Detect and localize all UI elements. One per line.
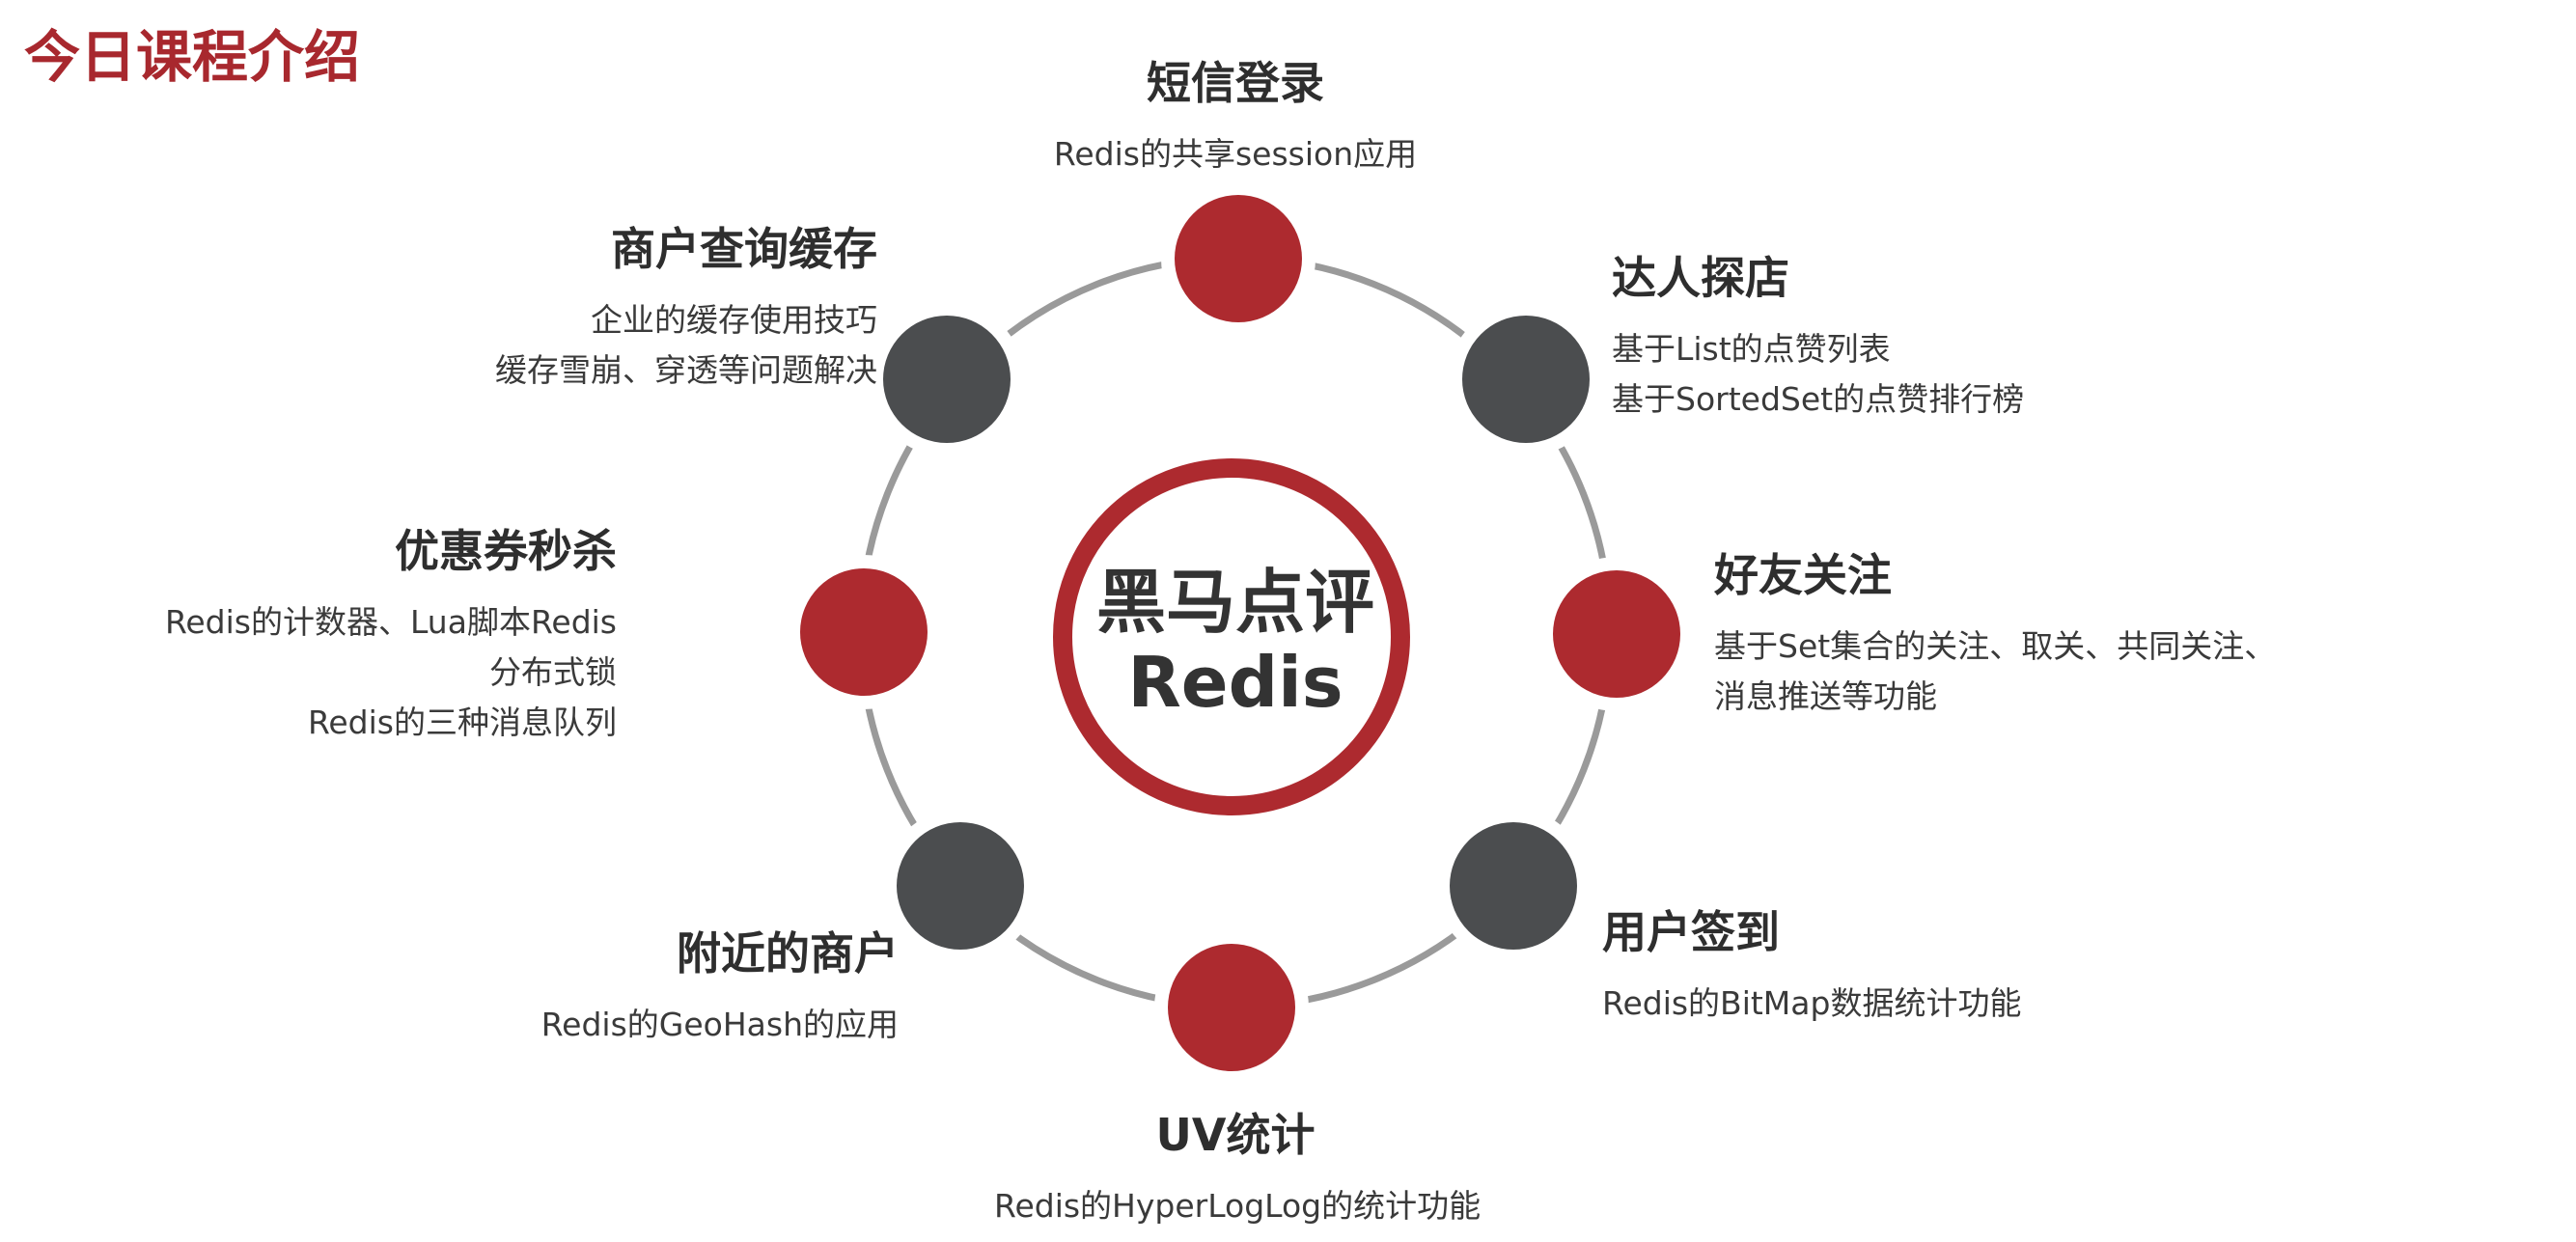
node-shop-query-cache (870, 302, 1024, 456)
topic-title: 优惠券秒杀 (395, 525, 617, 577)
topic-title: UV统计 (1155, 1109, 1316, 1161)
topic-friend-follow: 好友关注 基于Set集合的关注、取关、共同关注、 消息推送等功能 (1714, 540, 2276, 722)
topic-desc: 基于SortedSet的点赞排行榜 (1612, 380, 2025, 418)
topic-desc: 消息推送等功能 (1714, 677, 1937, 715)
node-expert-shop-visit (1449, 302, 1603, 456)
center-ring (1053, 458, 1410, 815)
topic-coupon-seckill: 优惠券秒杀 Redis的计数器、Lua脚本Redis 分布式锁 Redis的三种… (165, 516, 617, 748)
topic-desc: 企业的缓存使用技巧 (591, 301, 877, 339)
page-title: 今日课程介绍 (24, 24, 361, 90)
node-user-signin (1436, 809, 1591, 963)
topic-title: 用户签到 (1602, 906, 1780, 958)
node-nearby-shops (883, 809, 1038, 963)
topic-desc: Redis的BitMap数据统计功能 (1602, 984, 2022, 1022)
topic-shop-query-cache: 商户查询缓存 企业的缓存使用技巧 缓存雪崩、穿透等问题解决 (495, 214, 877, 396)
topic-desc: Redis的GeoHash的应用 (540, 1006, 899, 1043)
topic-desc: 分布式锁 (489, 653, 617, 691)
topic-title: 附近的商户 (677, 927, 899, 980)
topic-uv-statistics: UV统计 Redis的HyperLogLog的统计功能 (994, 1100, 1482, 1231)
topic-desc: Redis的HyperLogLog的统计功能 (994, 1187, 1482, 1225)
topic-title: 商户查询缓存 (611, 223, 877, 275)
node-coupon-seckill (787, 555, 941, 709)
topic-desc: 基于List的点赞列表 (1612, 330, 1891, 368)
node-short-message-login (1161, 181, 1316, 336)
center-title: 黑马点评 (1095, 562, 1374, 643)
topic-title: 好友关注 (1714, 549, 1892, 601)
topic-desc: Redis的计数器、Lua脚本Redis (164, 603, 617, 641)
center-subtitle: Redis (1127, 642, 1343, 723)
topic-desc: Redis的共享session应用 (1053, 135, 1418, 173)
topic-desc: 基于Set集合的关注、取关、共同关注、 (1714, 627, 2277, 665)
node-friend-follow (1539, 557, 1694, 711)
topic-title: 短信登录 (1147, 57, 1324, 109)
topic-desc: 缓存雪崩、穿透等问题解决 (495, 351, 877, 389)
topic-short-message-login: 短信登录 Redis的共享session应用 (1042, 48, 1428, 179)
topic-user-signin: 用户签到 Redis的BitMap数据统计功能 (1602, 897, 2021, 1029)
node-uv-statistics (1154, 930, 1309, 1085)
topic-expert-shop-visit: 达人探店 基于List的点赞列表 基于SortedSet的点赞排行榜 (1612, 243, 2024, 425)
topic-desc: Redis的三种消息队列 (307, 704, 617, 741)
topic-title: 达人探店 (1612, 252, 1789, 304)
topic-nearby-shops: 附近的商户 Redis的GeoHash的应用 (541, 919, 899, 1050)
